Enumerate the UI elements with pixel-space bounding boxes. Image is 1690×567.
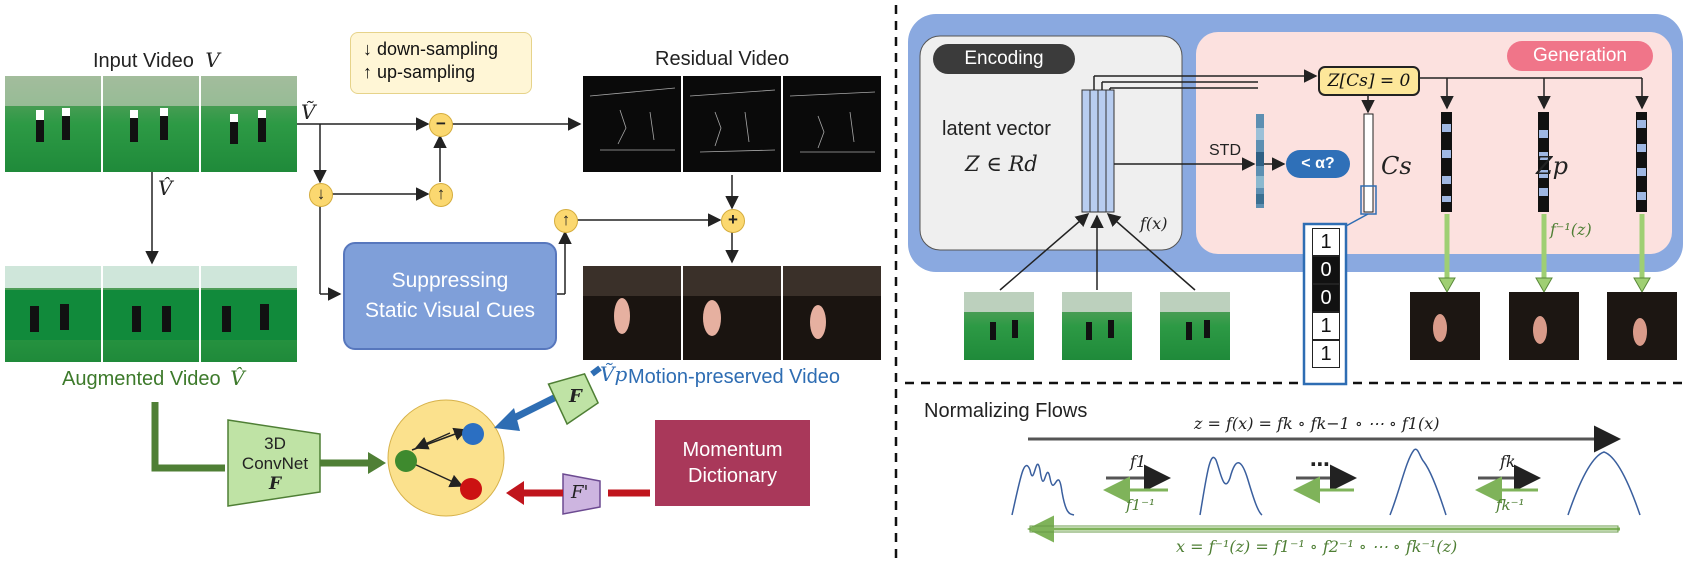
encoding-subpanel (919, 35, 1183, 251)
residual-video-label: Residual Video (655, 48, 790, 70)
generation-arrows (1438, 214, 1651, 294)
suppress-line-1: Suppressing (391, 269, 509, 292)
flow-distributions (1011, 448, 1641, 516)
flow-step-arrows (1103, 464, 1541, 504)
anchor-point (395, 450, 417, 472)
std-gradient-bar (1256, 114, 1264, 208)
inverse-equation: x = f⁻¹(z) = f1⁻¹ ∘ f2⁻¹ ∘ ⋯ ∘ fk⁻¹(z) (1176, 537, 1458, 556)
motion-preserved-label: Motion-preserved Video (628, 366, 840, 388)
generated-output-frames (1410, 292, 1677, 360)
zp-columns (1441, 112, 1647, 212)
legend-down: ↓ down-sampling (363, 39, 499, 59)
upsample-node-2: ↑ (554, 209, 578, 233)
plus-node: + (721, 209, 745, 233)
encoding-input-frames (964, 292, 1230, 360)
upsample-node: ↑ (429, 183, 453, 207)
encoder-f-shape (547, 372, 600, 426)
fx-label: f(x) (1140, 214, 1168, 233)
residual-video-frames (583, 76, 881, 172)
suppress-line-2: Static Visual Cues (364, 299, 536, 322)
latent-vector-bars (1081, 89, 1115, 213)
augmented-video-frames (5, 266, 297, 362)
zp-label: Zp (1536, 152, 1569, 180)
latent-math: Z ∈ Rd (965, 152, 1038, 176)
generation-pill: Generation (1507, 41, 1653, 71)
augmented-video-label: Augmented Video V̂ (62, 366, 245, 390)
momentum-line-1: Momentum (682, 439, 783, 461)
bit-cell: 0 (1312, 256, 1340, 284)
encoding-pill: Encoding (933, 44, 1075, 74)
encoder-fprime-label: F' (571, 482, 589, 503)
convnet-label: 3D ConvNet F (241, 434, 309, 494)
positive-point (462, 423, 484, 445)
bit-cell: 1 (1312, 228, 1340, 256)
alpha-threshold-pill: < α? (1286, 150, 1350, 178)
downsample-node: ↓ (309, 183, 333, 207)
bit-cell: 1 (1312, 340, 1340, 368)
sampling-legend: ↓ down-sampling ↑ up-sampling (350, 32, 532, 94)
cs-mask-column (1363, 113, 1374, 213)
f1-inverse-label: f1⁻¹ (1126, 496, 1156, 514)
encoder-f-label: F (569, 386, 582, 407)
encoder-fprime-shape (562, 473, 601, 515)
bit-cell: 1 (1312, 312, 1340, 340)
forward-equation: z = f(x) = fk ∘ fk−1 ∘ ⋯ ∘ f1(x) (1194, 414, 1440, 433)
motion-preserved-frames (583, 266, 881, 360)
f1-label: f1 (1130, 452, 1147, 471)
generation-subpanel (1196, 32, 1672, 254)
convnet-encoder-shape (227, 419, 321, 507)
bit-cell: 0 (1312, 284, 1340, 312)
latent-vector-label: latent vector (942, 118, 1051, 140)
flow-ellipsis: ⋯ (1310, 454, 1330, 476)
input-video-frames (5, 76, 297, 172)
motion-symbol: Ṽp (600, 362, 628, 386)
suppress-static-cues-box: Suppressing Static Visual Cues (343, 242, 557, 350)
std-label: STD (1209, 142, 1241, 159)
fk-label: fk (1500, 452, 1516, 471)
input-video-label: Input Video V (93, 48, 220, 72)
momentum-dictionary-box: Momentum Dictionary (655, 420, 810, 506)
negative-point (460, 478, 482, 500)
momentum-line-2: Dictionary (688, 465, 777, 487)
normalizing-flows-title: Normalizing Flows (924, 400, 1088, 422)
fk-inverse-label: fk⁻¹ (1496, 496, 1525, 514)
v-hat-label: V̂ (158, 176, 173, 200)
cs-label: Cs (1381, 152, 1412, 180)
zcs-zero-box: Z[Cs] = 0 (1318, 66, 1420, 96)
finv-label: f⁻¹(z) (1550, 220, 1592, 239)
augmented-to-convnet-arrow (151, 402, 225, 472)
legend-up: ↑ up-sampling (363, 62, 476, 82)
v-tilde-label: Ṽ (301, 100, 316, 124)
minus-node: − (429, 113, 453, 137)
